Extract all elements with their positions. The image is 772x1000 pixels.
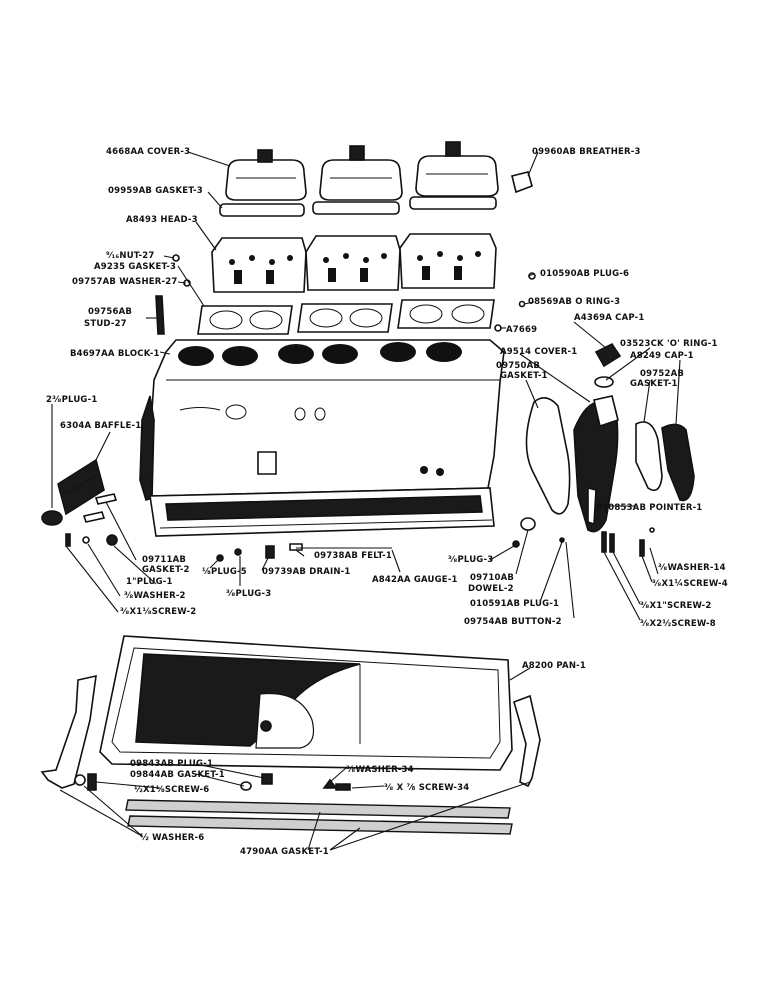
label-gasket-09711ab-1: 09711AB [142, 555, 186, 565]
pan-screw [87, 773, 97, 791]
label-washer-3-8-2: ³⁄₈WASHER-2 [124, 591, 186, 601]
pointer [587, 486, 597, 526]
label-plug-1: 1"PLUG-1 [126, 577, 173, 587]
label-gasket-09750ab-1: 09750AB [496, 361, 540, 371]
pan-plug-gasket [240, 781, 252, 791]
label-screw-3-8x1-1-8: ³⁄₈X1¹⁄₈SCREW-2 [120, 607, 196, 617]
label-oring-08569ab: 08569AB O RING-3 [528, 297, 620, 307]
label-screw-3-8x2-1-2: ³⁄₈X2½SCREW-8 [640, 618, 716, 629]
right-screws [601, 527, 655, 557]
label-stud-line2: STUD-27 [84, 319, 127, 329]
label-screw-1-2x1-1-8: ½X1⅛SCREW-6 [134, 784, 209, 795]
pan-gasket-strips [125, 799, 513, 835]
label-gasket-09844ab: 09844AB GASKET-1 [130, 770, 225, 780]
pan-plug [261, 773, 273, 785]
label-plug-09843ab: 09843AB PLUG-1 [130, 759, 213, 769]
valve-cover-3 [415, 141, 499, 197]
timing-cover [573, 395, 619, 533]
leader-lines [51, 151, 681, 851]
label-gasket-09752ab-2: GASKET-1 [630, 379, 678, 389]
plugs-bottom [216, 543, 303, 562]
valve-cover-1 [225, 149, 307, 201]
label-pointer: 010853AB POINTER-1 [596, 503, 702, 513]
gaskets-09711ab [82, 493, 118, 523]
label-washer-1-2-6: ½ WASHER-6 [140, 832, 204, 843]
gasket-09752ab [635, 421, 663, 492]
label-button: 09754AB BUTTON-2 [464, 617, 562, 627]
front-gasket [525, 397, 571, 515]
cylinder-heads [211, 233, 497, 293]
label-baffle: 6304A BAFFLE-1 [60, 421, 141, 431]
plug-1-inch [106, 534, 118, 546]
head-gaskets [197, 299, 495, 335]
screw-3-8x1-1-8 [65, 533, 71, 547]
label-gasket-a9235: A9235 GASKET-3 [94, 262, 176, 272]
label-drain: 09739AB DRAIN-1 [262, 567, 351, 577]
label-plug-1-8-5: ⅛PLUG-5 [202, 567, 247, 577]
washer-3-8-2 [82, 536, 90, 544]
plug-2-3-8 [41, 510, 63, 526]
label-gasket-09750ab-2: GASKET-1 [500, 371, 548, 381]
label-plug-010591ab: 010591AB PLUG-1 [470, 599, 559, 609]
plug-010590ab [528, 272, 536, 280]
baffle [57, 458, 105, 516]
label-plug-010590ab: 010590AB PLUG-6 [540, 269, 629, 279]
label-felt: 09738AB FELT-1 [314, 551, 392, 561]
label-block: B4697AA BLOCK-1 [70, 349, 160, 359]
pan-side-gasket-left [40, 674, 97, 789]
o-ring-08569ab [518, 300, 526, 308]
cover-gasket-3 [409, 196, 497, 210]
label-gasket-09959ab: 09959AB GASKET-3 [108, 186, 203, 196]
label-cover-4668aa: 4668AA COVER-3 [106, 147, 190, 157]
label-screw-3-8x1: ³⁄₈X1"SCREW-2 [640, 601, 712, 611]
cap-a8249 [661, 423, 695, 502]
plug-3-8-right [512, 540, 520, 548]
label-cap-a4369a: A4369A CAP-1 [574, 313, 645, 323]
label-dowel-1: 09710AB [470, 573, 514, 583]
label-nut: ⁹⁄₁₆NUT-27 [106, 251, 155, 261]
label-cover-a9514: A9514 COVER-1 [500, 347, 577, 357]
part-labels: 4668AA COVER-3 09960AB BREATHER-3 09959A… [46, 147, 728, 857]
label-plug-3-8-3a: ³⁄₈PLUG-3 [226, 589, 271, 599]
label-stud-line1: 09756AB [88, 307, 132, 317]
valve-cover-2 [319, 145, 403, 201]
label-pan: A8200 PAN-1 [522, 661, 586, 671]
o-ring-03523ck [594, 376, 614, 388]
label-a7669: A7669 [506, 325, 537, 335]
breather-cap [511, 171, 533, 194]
label-gasket-09752ab-1: 09752AB [640, 369, 684, 379]
label-plug-3-8-3b: ³⁄₈PLUG-3 [448, 555, 493, 565]
label-gasket-09711ab-2: GASKET-2 [142, 565, 190, 575]
label-oring-03523ck: 03523CK 'O' RING-1 [620, 339, 718, 349]
pan-side-gasket-right [513, 694, 541, 788]
label-washer-09757ab: 09757AB WASHER-27 [72, 277, 178, 287]
filler-cap [594, 342, 622, 368]
label-breather: 09960AB BREATHER-3 [532, 147, 641, 157]
dowel [520, 517, 536, 531]
label-dowel-2: DOWEL-2 [468, 584, 514, 594]
cover-gasket-2 [312, 201, 400, 215]
label-gasket-4790aa: 4790AA GASKET-1 [240, 847, 329, 857]
label-gauge: A842AA GAUGE-1 [372, 575, 458, 585]
engine-block [139, 339, 505, 537]
label-washer-3-8-34: ³⁄₈WASHER-34 [346, 765, 414, 775]
pan-washer [74, 774, 86, 786]
label-washer-3-8-14: ³⁄₈WASHER-14 [658, 563, 726, 573]
plug-010591ab [559, 537, 565, 543]
label-screw-3-8x7-8: ³⁄₈ X ⅞ SCREW-34 [384, 783, 469, 793]
cover-gasket-1 [219, 203, 305, 217]
head-stud [155, 295, 165, 335]
label-head: A8493 HEAD-3 [126, 215, 198, 225]
washer-3-8-pan [322, 778, 338, 789]
oil-pan [99, 635, 513, 771]
label-screw-3-8x1-1-4: ³⁄₈X1¼SCREW-4 [652, 578, 728, 589]
screw-3-8x7-8 [335, 783, 351, 791]
label-cap-a8249: A8249 CAP-1 [630, 351, 694, 361]
label-plug-2-3-8: 2³⁄₈PLUG-1 [46, 395, 97, 405]
